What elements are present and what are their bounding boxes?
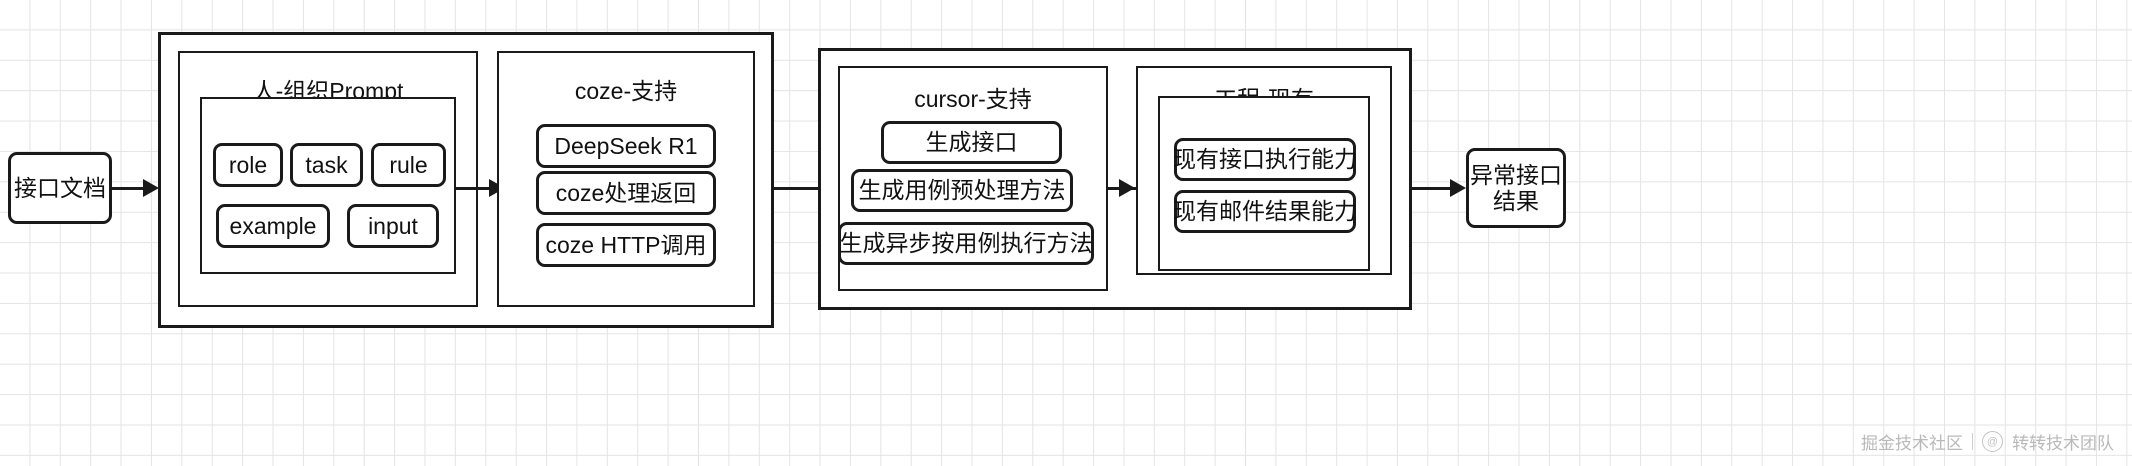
watermark-source: 掘金技术社区 <box>1861 434 1963 453</box>
watermark-divider <box>1972 433 1973 450</box>
arrow-cursor-to-engineering-head <box>1119 179 1135 197</box>
node-start-interface-doc[interactable]: 接口文档 <box>8 152 112 224</box>
group-engineering-inner-frame <box>1158 96 1370 271</box>
group-coze-title: coze-支持 <box>574 78 678 104</box>
node-generate-interface-label: 生成接口 <box>925 129 1018 156</box>
arrow-stage-left-to-stage-right-line <box>774 187 822 190</box>
node-existing-mail-result[interactable]: 现有邮件结果能力 <box>1173 190 1357 233</box>
node-task-label: task <box>305 151 348 178</box>
node-start-label: 接口文档 <box>14 174 106 201</box>
watermark-account: 转转技术团队 <box>2012 434 2114 453</box>
node-generate-async-case-exec-label: 生成异步按用例执行方法 <box>839 230 1093 257</box>
arrow-doc-to-stage-left-head <box>143 179 159 197</box>
node-generate-case-preprocess-label: 生成用例预处理方法 <box>858 177 1066 204</box>
node-role-label: role <box>228 151 268 178</box>
node-existing-interface-exec[interactable]: 现有接口执行能力 <box>1173 138 1357 181</box>
node-deepseek-r1-label: DeepSeek R1 <box>554 132 698 159</box>
node-rule-label: rule <box>389 151 428 178</box>
node-input[interactable]: input <box>347 204 439 248</box>
node-input-label: input <box>368 212 418 239</box>
node-end-abnormal-result[interactable]: 异常接口 结果 <box>1466 148 1566 228</box>
arrow-stage-right-to-result-line <box>1412 187 1454 190</box>
watermark-badge-icon: @ <box>1982 431 2003 452</box>
node-generate-async-case-exec[interactable]: 生成异步按用例执行方法 <box>838 222 1094 265</box>
node-coze-process-return-label: coze处理返回 <box>555 179 697 206</box>
arrow-prompt-to-coze-line <box>456 187 492 190</box>
node-role[interactable]: role <box>213 143 283 187</box>
node-existing-mail-result-label: 现有邮件结果能力 <box>1173 198 1357 225</box>
node-coze-http-call[interactable]: coze HTTP调用 <box>536 223 716 267</box>
node-example-label: example <box>229 212 317 239</box>
node-example[interactable]: example <box>216 204 330 248</box>
node-coze-process-return[interactable]: coze处理返回 <box>536 171 716 215</box>
watermark: 掘金技术社区 @ 转转技术团队 <box>1861 429 2114 454</box>
arrow-doc-to-stage-left-line <box>112 187 146 190</box>
node-deepseek-r1[interactable]: DeepSeek R1 <box>536 124 716 168</box>
node-end-label-line2: 结果 <box>1493 188 1539 214</box>
node-existing-interface-exec-label: 现有接口执行能力 <box>1173 146 1357 173</box>
node-task[interactable]: task <box>290 143 363 187</box>
node-rule[interactable]: rule <box>371 143 446 187</box>
group-cursor-title: cursor-支持 <box>914 86 1032 112</box>
node-coze-http-call-label: coze HTTP调用 <box>545 231 707 258</box>
node-end-label-line1: 异常接口 <box>1470 161 1562 188</box>
node-generate-case-preprocess[interactable]: 生成用例预处理方法 <box>851 169 1073 212</box>
node-generate-interface[interactable]: 生成接口 <box>881 121 1062 164</box>
arrow-stage-right-to-result-head <box>1450 179 1466 197</box>
